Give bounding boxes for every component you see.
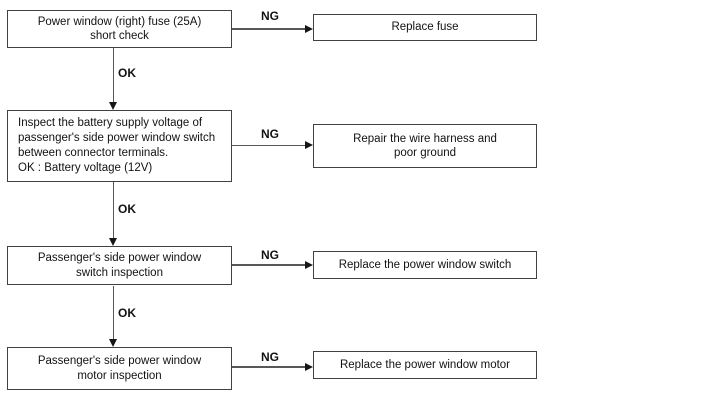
ng-connector-line: [232, 144, 305, 147]
right-arrowhead-icon: [304, 141, 313, 150]
step-box-switch-inspection: Passenger's side power window switch ins…: [7, 246, 232, 285]
ok-connector-line: [112, 182, 114, 239]
step-box-motor-inspection: Passenger's side power window motor insp…: [7, 347, 232, 390]
result-box-replace-switch: Replace the power window switch: [313, 251, 537, 279]
step-box-battery-voltage-inspection: Inspect the battery supply voltage of pa…: [7, 110, 232, 182]
right-arrowhead-icon: [304, 362, 313, 371]
down-arrowhead-icon: [108, 237, 117, 246]
ng-connector-line: [232, 264, 305, 266]
right-arrowhead-icon: [304, 260, 313, 269]
down-arrowhead-icon: [108, 101, 117, 110]
result-box-replace-motor: Replace the power window motor: [313, 351, 537, 379]
ng-label: NG: [261, 350, 279, 364]
ng-label: NG: [261, 248, 279, 262]
ok-connector-line: [112, 285, 114, 340]
right-arrowhead-icon: [304, 24, 313, 33]
ng-label: NG: [261, 9, 279, 23]
step-box-fuse-short-check: Power window (right) fuse (25A) short ch…: [7, 10, 232, 48]
ok-label: OK: [118, 66, 136, 80]
result-box-repair-wire-harness: Repair the wire harness and poor ground: [313, 124, 537, 168]
ng-label: NG: [261, 127, 279, 141]
ng-connector-line: [232, 366, 305, 368]
down-arrowhead-icon: [108, 338, 117, 347]
result-box-replace-fuse: Replace fuse: [313, 14, 537, 41]
ng-connector-line: [232, 28, 305, 30]
ok-label: OK: [118, 202, 136, 216]
ok-label: OK: [118, 306, 136, 320]
ok-connector-line: [112, 48, 114, 103]
